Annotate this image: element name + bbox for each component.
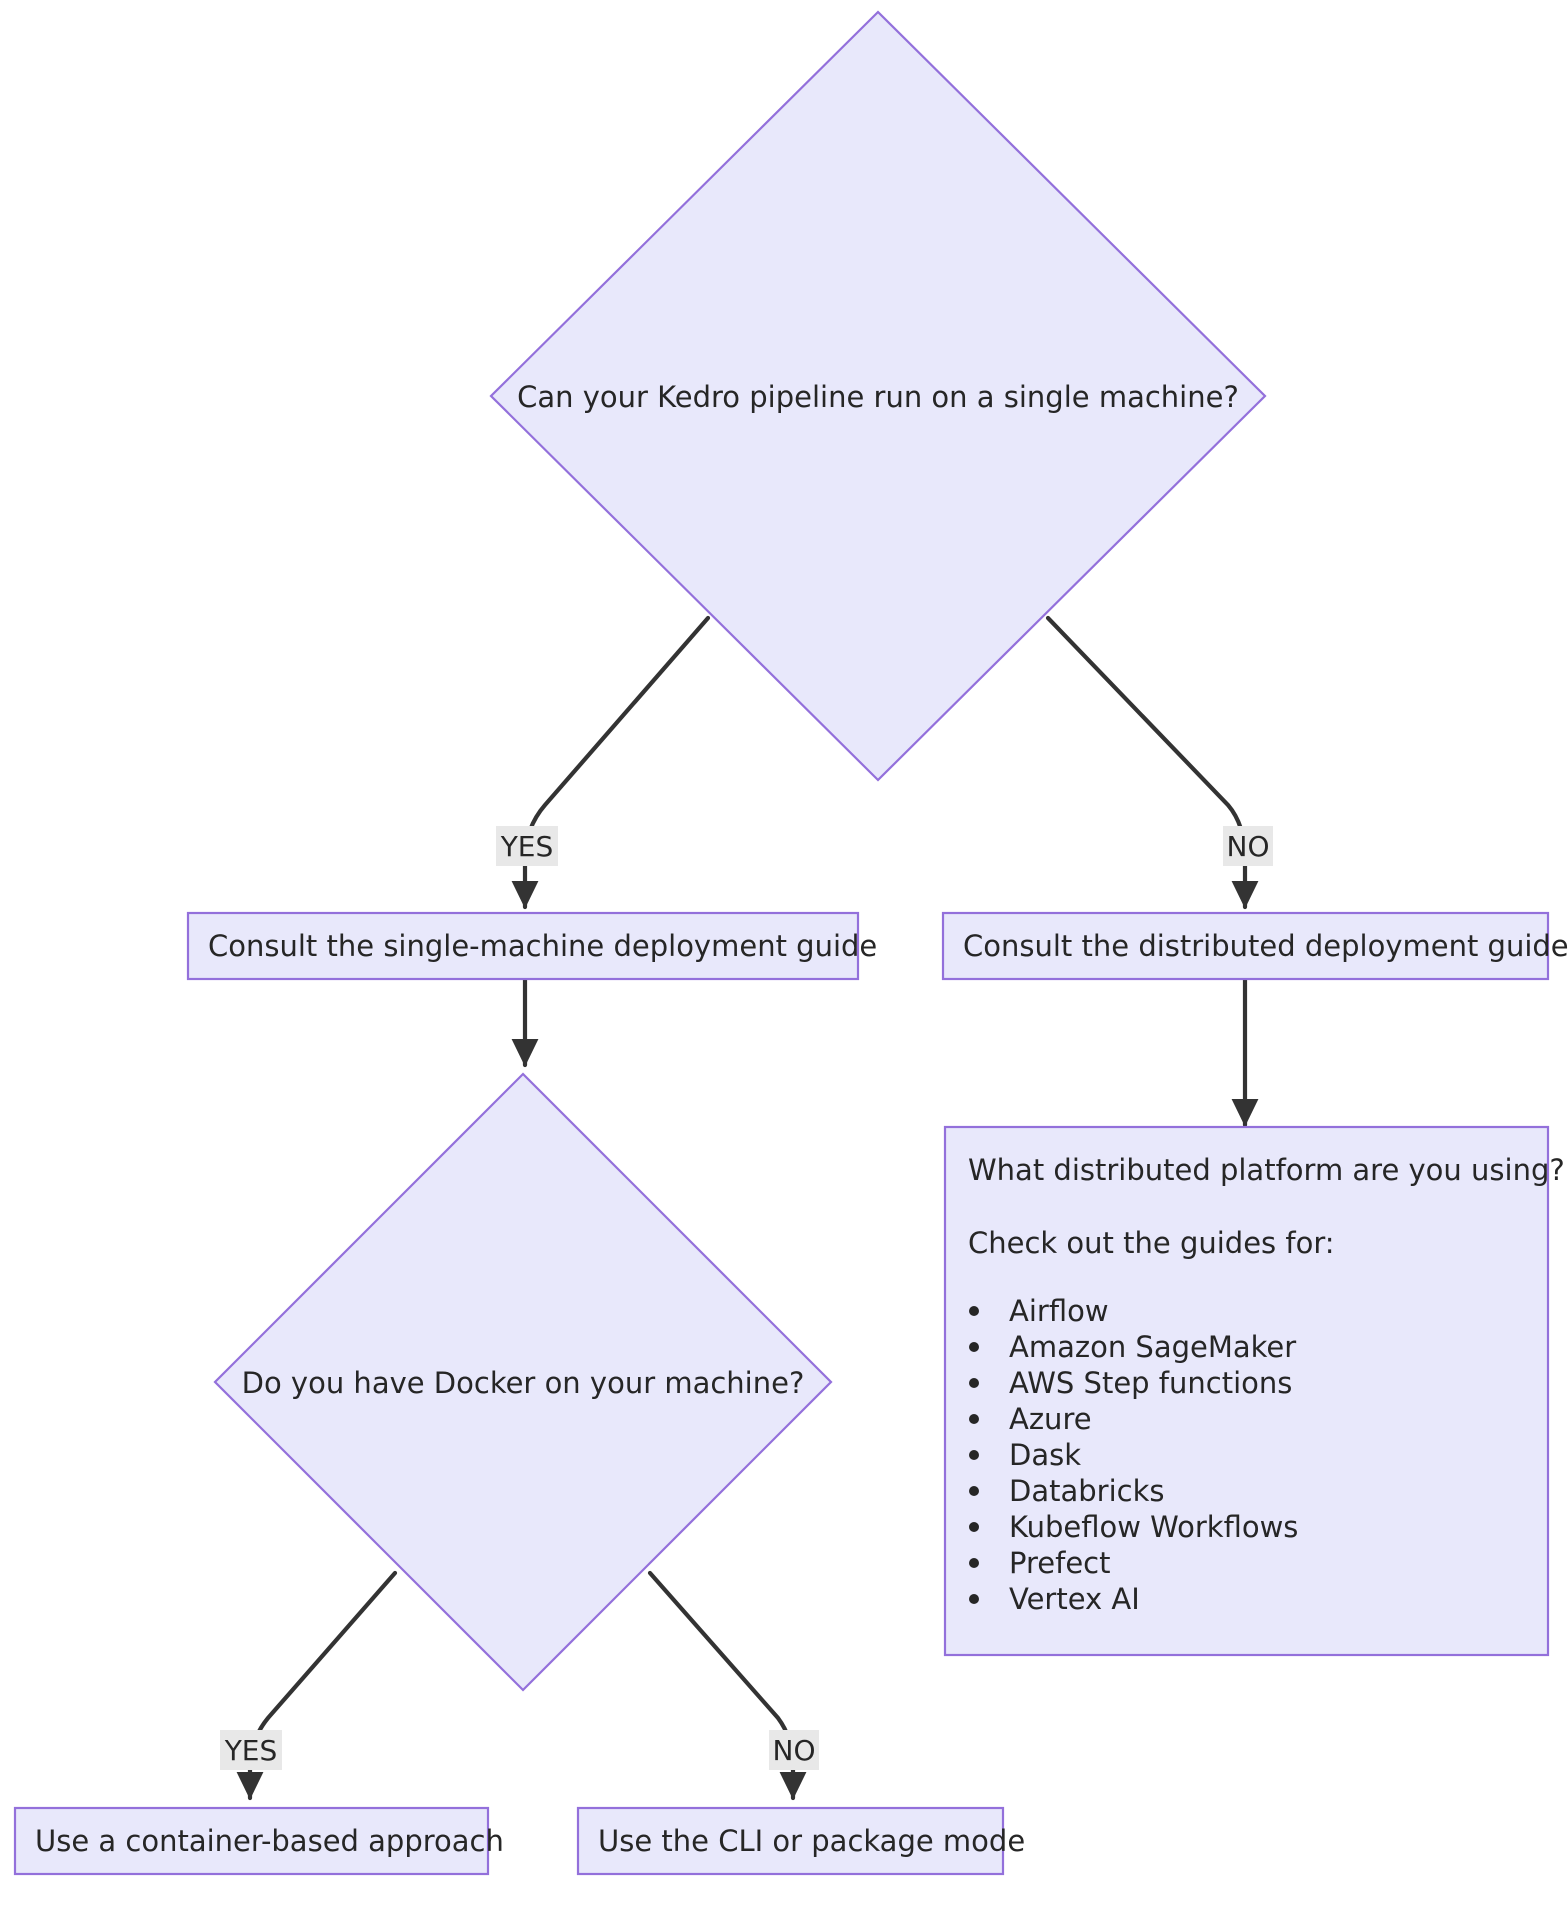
edge-label-text: NO <box>1227 830 1270 863</box>
node-docker-question-label: Do you have Docker on your machine? <box>242 1366 805 1400</box>
bullet-marker-icon <box>969 1450 979 1460</box>
node-single-machine-guide-label: Consult the single-machine deployment gu… <box>208 929 877 963</box>
edge-label-background <box>769 1730 819 1770</box>
bullet-marker-icon <box>969 1414 979 1424</box>
edge-label-text: YES <box>224 1734 278 1767</box>
node-cli-package-mode[interactable]: Use the CLI or package mode <box>576 1806 1025 1876</box>
node-distributed-guide[interactable]: Consult the distributed deployment guide <box>941 911 1568 981</box>
bullet-marker-icon <box>969 1378 979 1388</box>
edge-label-background <box>496 826 558 866</box>
edge-label-text: YES <box>500 830 554 863</box>
list-item: Azure <box>1009 1402 1092 1436</box>
list-item: Prefect <box>1009 1546 1110 1580</box>
edge-label-background <box>1223 826 1273 866</box>
node-distributed-guide-label: Consult the distributed deployment guide <box>963 929 1568 963</box>
rect-shape <box>943 1125 1550 1657</box>
node-distributed-platform-heading: What distributed platform are you using? <box>968 1153 1565 1187</box>
edge-label-text: NO <box>773 1734 816 1767</box>
node-single-machine-question[interactable]: Can your Kedro pipeline run on a single … <box>489 10 1267 782</box>
node-container-approach-label: Use a container-based approach <box>35 1824 504 1858</box>
bullet-marker-icon <box>969 1558 979 1568</box>
edge-label-single-machine-no: NO <box>1223 826 1273 866</box>
edge-label-background <box>220 1730 282 1770</box>
node-distributed-platform-subheading: Check out the guides for: <box>968 1226 1335 1260</box>
list-item: Vertex AI <box>1009 1582 1140 1616</box>
list-item: Dask <box>1009 1438 1081 1472</box>
edge-label-docker-yes: YES <box>220 1730 282 1770</box>
edge-single-machine-no <box>1045 615 1259 910</box>
rect-shape <box>186 911 860 981</box>
node-distributed-platform[interactable]: What distributed platform are you using?… <box>943 1125 1565 1657</box>
node-single-machine-question-label: Can your Kedro pipeline run on a single … <box>517 380 1239 414</box>
node-docker-question[interactable]: Do you have Docker on your machine? <box>213 1072 833 1692</box>
node-container-approach[interactable]: Use a container-based approach <box>13 1806 504 1876</box>
diamond-shape <box>489 10 1267 782</box>
rect-shape <box>13 1806 490 1876</box>
bullet-marker-icon <box>969 1306 979 1316</box>
bullet-marker-icon <box>969 1594 979 1604</box>
bullet-marker-icon <box>969 1522 979 1532</box>
edge-label-docker-no: NO <box>769 1730 819 1770</box>
list-item: Kubeflow Workflows <box>1009 1510 1298 1544</box>
node-cli-package-mode-label: Use the CLI or package mode <box>598 1824 1025 1858</box>
node-single-machine-guide[interactable]: Consult the single-machine deployment gu… <box>186 911 877 981</box>
bullet-marker-icon <box>969 1342 979 1352</box>
edge-label-single-machine-yes: YES <box>496 826 558 866</box>
bullet-marker-icon <box>969 1486 979 1496</box>
list-item: Amazon SageMaker <box>1009 1330 1296 1364</box>
distributed-platform-bullet-list: Airflow Amazon SageMaker AWS Step functi… <box>969 1294 1298 1616</box>
rect-shape <box>576 1806 1005 1876</box>
list-item: Airflow <box>1009 1294 1109 1328</box>
diamond-shape <box>213 1072 833 1692</box>
list-item: Databricks <box>1009 1474 1164 1508</box>
rect-shape <box>941 911 1550 981</box>
list-item: AWS Step functions <box>1009 1366 1292 1400</box>
